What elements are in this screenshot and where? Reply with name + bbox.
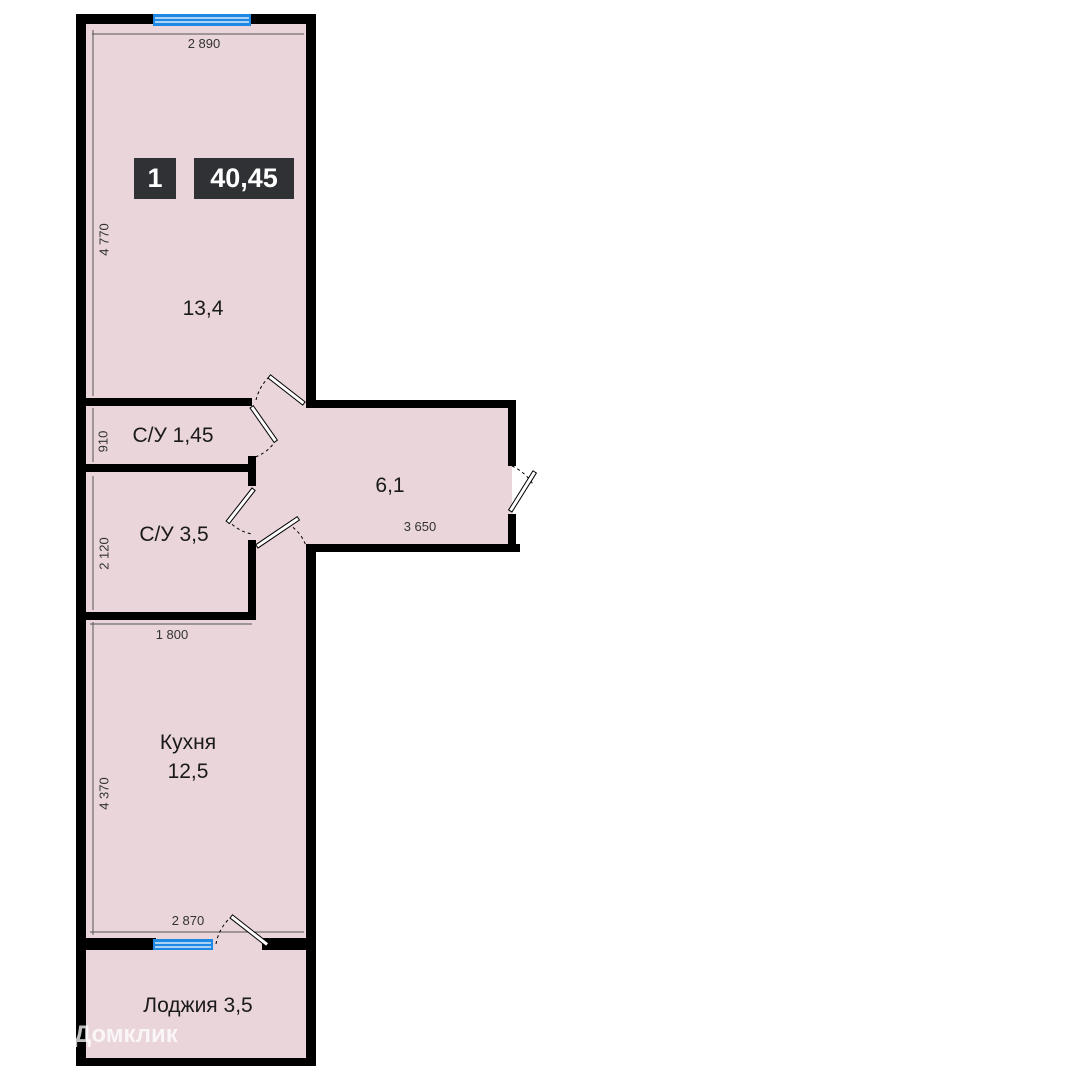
watermark: Домклик: [38, 1020, 178, 1050]
dim-living-length: 4 770: [96, 223, 112, 256]
dim-living-width: 2 890: [187, 36, 221, 51]
dim-bath-large-depth: 2 120: [96, 537, 112, 570]
room-label-living: 13,4: [182, 297, 224, 320]
window-top: [153, 14, 251, 26]
dim-kitchen-width: 2 870: [171, 913, 205, 928]
room-label-kitchen-area: 12,5: [167, 760, 209, 783]
room-label-hall: 6,1: [375, 474, 405, 497]
doors: [215, 374, 538, 948]
room-label-bath-small: С/У 1,45: [132, 424, 214, 447]
dim-bath-large-width: 1 800: [155, 627, 189, 642]
room-label-loggia: Лоджия 3,5: [143, 994, 253, 1017]
room-label-bath-large: С/У 3,5: [139, 523, 209, 546]
dimension-lines: [90, 30, 304, 935]
watermark-text: Домклик: [74, 1021, 178, 1048]
window-loggia: [153, 939, 213, 950]
rooms-count-badge: 1: [134, 158, 176, 199]
dim-kitchen-length: 4 370: [96, 777, 112, 810]
room-label-kitchen-name: Кухня: [159, 731, 217, 754]
dim-hall-length: 3 650: [403, 519, 437, 534]
total-area-badge: 40,45: [194, 158, 294, 199]
house-icon: [40, 1021, 66, 1049]
dim-bath-small-depth: 910: [95, 430, 111, 453]
